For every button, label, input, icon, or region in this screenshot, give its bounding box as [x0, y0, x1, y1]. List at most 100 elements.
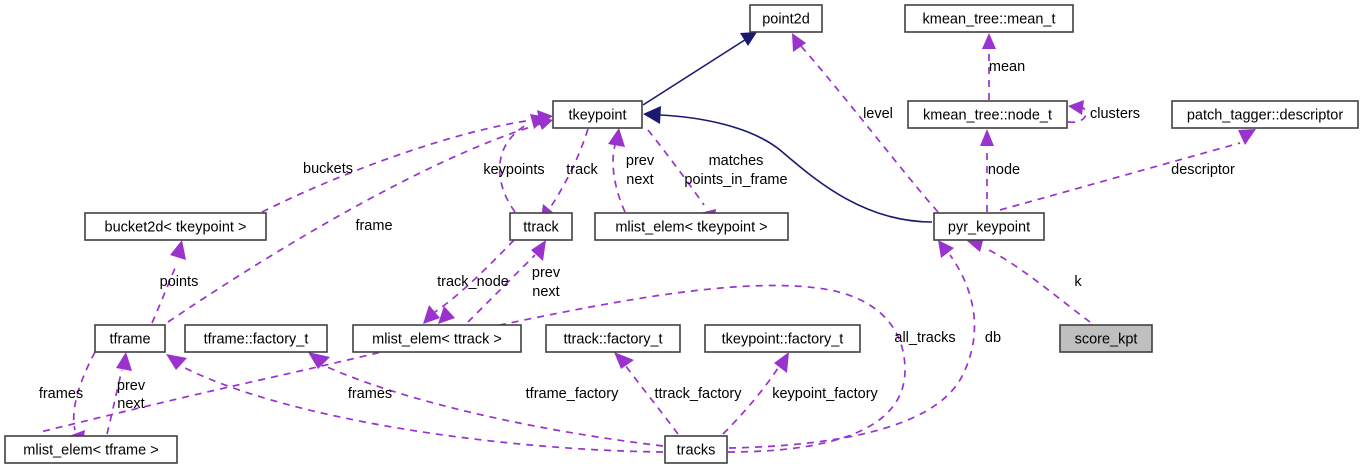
arrowhead-usage-frames-mid — [166, 354, 187, 370]
edge-label-buckets: buckets — [303, 161, 353, 177]
edge-label-mean: mean — [989, 59, 1025, 75]
edge-pyrkeypoint-descriptor — [999, 142, 1241, 211]
edge-label-k: k — [1074, 274, 1082, 290]
node-label-patch-tagger-descriptor: patch_tagger::descriptor — [1187, 107, 1344, 123]
node-label-point2d: point2d — [762, 11, 810, 27]
node-bucket2d-tkeypoint[interactable]: bucket2d< tkeypoint > — [84, 212, 267, 241]
arrowhead-usage-ttrackfactory — [614, 352, 634, 369]
node-pyr-keypoint[interactable]: pyr_keypoint — [933, 212, 1045, 241]
node-label-tkeypoint: tkeypoint — [568, 107, 626, 123]
edge-label-prev-ttrack: prev — [532, 265, 561, 281]
edge-bucket2d-tkeypoint — [261, 118, 541, 213]
edge-label-next-tframe: next — [117, 396, 144, 412]
edge-label-db: db — [985, 330, 1001, 346]
node-ttrack[interactable]: ttrack — [509, 212, 573, 241]
node-tkeypoint-factory-t[interactable]: tkeypoint::factory_t — [704, 324, 861, 353]
edge-tframe-mlist_tframe-prevnext — [106, 369, 123, 435]
edge-tracks-ttrack_factory — [624, 364, 679, 435]
edge-label-frames-left: frames — [39, 386, 83, 402]
node-tracks[interactable]: tracks — [664, 435, 728, 464]
arrowhead-usage-descriptor — [1238, 129, 1256, 145]
edge-mlist_tkeypoint-tkeypoint-prevnext — [612, 144, 626, 213]
edge-pyrkeypoint-tkeypoint — [659, 114, 933, 223]
edge-tkeypoint-ttrack-track — [549, 128, 589, 209]
edge-label-frame: frame — [355, 218, 392, 234]
node-label-tkeypoint-factory-t: tkeypoint::factory_t — [722, 331, 844, 347]
edge-label-track: track — [566, 162, 598, 178]
edge-label-next-keypoint: next — [626, 172, 653, 188]
node-label-ttrack-factory-t: ttrack::factory_t — [563, 331, 662, 347]
node-score-kpt[interactable]: score_kpt — [1059, 324, 1153, 353]
node-tframe[interactable]: tframe — [94, 324, 166, 353]
edge-label-keypoint-factory: keypoint_factory — [772, 386, 878, 402]
node-kmean-tree-node-t[interactable]: kmean_tree::node_t — [907, 100, 1068, 129]
edge-tracks-tframe_factory — [324, 365, 664, 447]
node-layer: point2d kmean_tree::mean_t tkeypoint kme… — [4, 4, 1359, 464]
edge-layer — [39, 32, 1256, 453]
node-label-pyr-keypoint: pyr_keypoint — [948, 219, 1030, 235]
edge-tracks-mlist_ttrack-alltracks — [39, 284, 906, 453]
arrowhead-usage-clusters — [1068, 100, 1084, 115]
edge-label-next-ttrack: next — [532, 284, 559, 300]
node-label-tracks: tracks — [677, 442, 716, 458]
node-label-mlist-elem-tframe: mlist_elem< tframe > — [23, 442, 158, 458]
arrowhead-inherit-point2d-a — [740, 32, 757, 46]
edge-tkeypoint-mlist_tkeypoint-matches — [647, 129, 705, 206]
node-label-tframe-factory-t: tframe::factory_t — [204, 331, 309, 347]
edge-label-layer: mean level clusters descriptor buckets k… — [39, 59, 1235, 412]
node-label-bucket2d-tkeypoint: bucket2d< tkeypoint > — [105, 219, 247, 235]
edge-label-points-in-frame: points_in_frame — [684, 172, 787, 188]
arrowhead-usage-keypointfactory — [774, 352, 789, 373]
arrowhead-usage-points — [170, 240, 186, 260]
arrowhead-usage-prevnext-kp — [608, 128, 625, 147]
node-label-tframe: tframe — [109, 331, 150, 347]
edge-tframe-tkeypoint-frame — [167, 123, 541, 323]
arrowhead-usage-point2d-level — [792, 33, 806, 52]
node-label-mlist-elem-tkeypoint: mlist_elem< tkeypoint > — [615, 219, 767, 235]
edge-tracks-tkeypoint_factory — [722, 367, 779, 435]
arrowhead-usage-prevnext-tf — [116, 352, 132, 371]
node-mlist-elem-ttrack[interactable]: mlist_elem< ttrack > — [352, 324, 522, 353]
node-tframe-factory-t[interactable]: tframe::factory_t — [184, 324, 328, 353]
node-point2d[interactable]: point2d — [749, 4, 823, 33]
arrowhead-usage-mean — [982, 33, 996, 49]
edge-label-tframe-factory: tframe_factory — [526, 386, 619, 402]
edge-label-points: points — [160, 274, 199, 290]
edge-label-node: node — [988, 162, 1020, 178]
edge-label-ttrack-factory: ttrack_factory — [654, 386, 742, 402]
edge-label-clusters: clusters — [1090, 106, 1140, 122]
edge-label-descriptor: descriptor — [1171, 162, 1235, 178]
arrowhead-usage-node — [980, 129, 994, 146]
node-label-ttrack: ttrack — [523, 219, 559, 235]
node-label-kmean-tree-node-t: kmean_tree::node_t — [923, 107, 1052, 123]
node-label-kmean-tree-mean-t: kmean_tree::mean_t — [923, 11, 1056, 27]
edge-node_t-self-clusters — [1067, 106, 1087, 123]
edge-tkeypoint-point2d — [642, 35, 752, 106]
arrowhead-usage-alltracks — [438, 306, 455, 324]
node-label-score-kpt: score_kpt — [1075, 331, 1138, 347]
node-tkeypoint[interactable]: tkeypoint — [552, 100, 643, 129]
arrowhead-inherit-tkeypoint — [643, 106, 661, 124]
arrowhead-usage-keypoints — [530, 114, 547, 129]
arrowhead-usage-db — [938, 240, 954, 258]
edge-tracks-tframe-frames — [184, 367, 664, 453]
edge-label-keypoints: keypoints — [483, 162, 544, 178]
arrowhead-usage-tracknode — [423, 305, 440, 324]
edge-tframe-bucket2d-points — [151, 267, 176, 324]
edge-label-matches: matches — [709, 153, 764, 169]
edge-label-prev-keypoint: prev — [626, 153, 655, 169]
edge-mlist_tframe-tframe-frames — [72, 351, 96, 431]
edge-label-level: level — [863, 106, 893, 122]
edge-tracks-pyrkeypoint-db — [728, 254, 976, 449]
node-mlist-elem-tkeypoint[interactable]: mlist_elem< tkeypoint > — [594, 212, 789, 241]
edge-ttrack-mlist_ttrack-tracknode — [434, 239, 515, 313]
edge-label-frames-mid: frames — [348, 386, 392, 402]
node-mlist-elem-tframe[interactable]: mlist_elem< tframe > — [4, 435, 178, 464]
arrowhead-usage-tframefactory — [308, 352, 330, 369]
node-kmean-tree-mean-t[interactable]: kmean_tree::mean_t — [904, 4, 1074, 33]
edge-label-track-node: track_node — [437, 274, 509, 290]
node-patch-tagger-descriptor[interactable]: patch_tagger::descriptor — [1171, 100, 1359, 129]
arrowhead-usage-prevnext-tt — [531, 240, 546, 261]
node-ttrack-factory-t[interactable]: ttrack::factory_t — [545, 324, 681, 353]
